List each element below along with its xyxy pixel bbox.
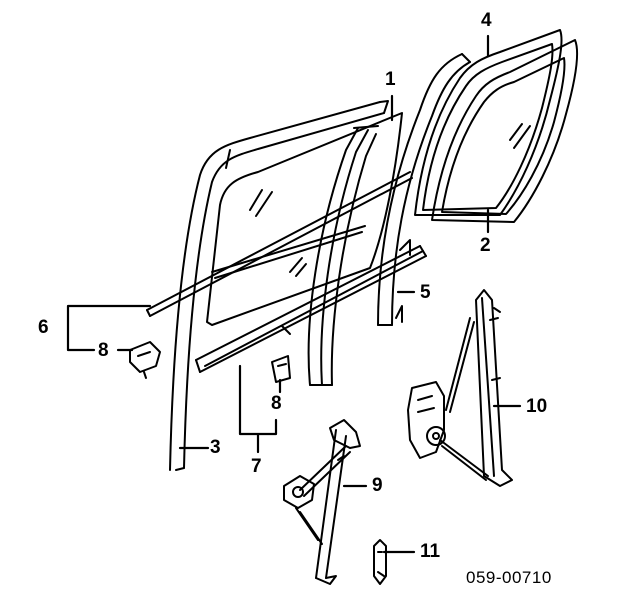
callout-6: 6 xyxy=(38,317,49,338)
quarter-weatherstrip xyxy=(414,29,563,216)
drawing-code: 059-00710 xyxy=(466,568,552,587)
callout-3: 3 xyxy=(210,437,221,458)
leader-7 xyxy=(238,364,278,454)
callout-4: 4 xyxy=(481,10,492,31)
callout-5: 5 xyxy=(420,282,431,303)
manual-regulator xyxy=(283,419,361,585)
division-channel xyxy=(377,53,471,326)
callout-10: 10 xyxy=(526,396,548,417)
callout-11: 11 xyxy=(420,541,441,562)
callout-7: 7 xyxy=(251,456,262,477)
clip-upper xyxy=(129,341,161,379)
door-glass xyxy=(206,112,403,326)
leader-6 xyxy=(66,304,152,352)
lower-channel xyxy=(195,245,427,373)
belt-strip xyxy=(146,171,413,317)
quarter-glass xyxy=(431,39,579,223)
run-channel xyxy=(169,100,389,471)
callout-1: 1 xyxy=(385,69,396,90)
leader-lines xyxy=(66,34,522,554)
clip-lower xyxy=(271,355,291,383)
callout-2: 2 xyxy=(480,235,491,256)
power-regulator xyxy=(407,289,513,487)
center-sash xyxy=(307,125,379,386)
callout-8-upper: 8 xyxy=(98,340,109,361)
small-clip xyxy=(373,539,387,585)
callout-9: 9 xyxy=(372,475,383,496)
callout-8-lower: 8 xyxy=(271,393,282,414)
